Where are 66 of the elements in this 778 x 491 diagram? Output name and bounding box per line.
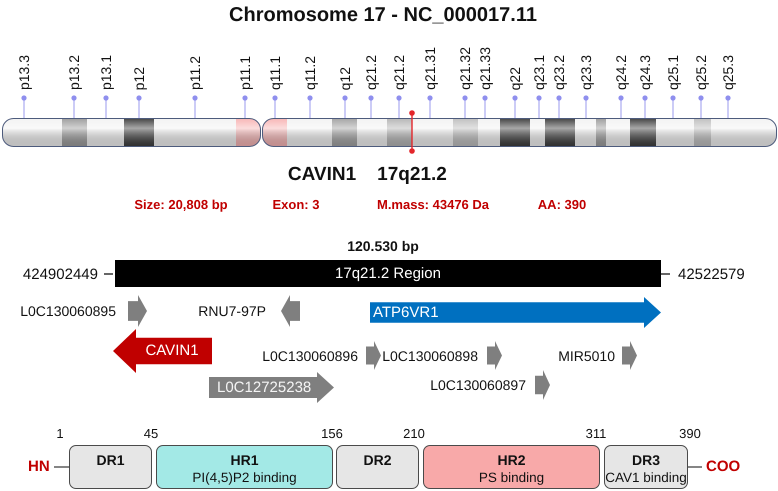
band-label: q22 (508, 66, 522, 90)
gene-label: MIR5010 (558, 348, 615, 362)
band-label: q24.3 (638, 54, 652, 90)
band-label: p13.3 (17, 54, 31, 90)
region-length: 120.530 bp (347, 239, 419, 253)
residue-number: 1 (56, 427, 64, 440)
band-label: q21.32 (458, 47, 472, 90)
residue-number: 45 (144, 427, 158, 440)
domain-box (69, 445, 152, 489)
domain-name: DR3 (632, 453, 660, 467)
band-label: p13.1 (99, 54, 113, 90)
residue-number: 390 (679, 427, 701, 440)
band-label: p13.2 (67, 54, 81, 90)
domain-name: DR2 (363, 453, 392, 467)
gene-label: L0C130060897 (430, 378, 526, 392)
domain-name: DR1 (96, 453, 124, 467)
backbone-line (688, 466, 702, 468)
coordinate-label: 424902449 (22, 267, 98, 282)
band-label: q21.33 (478, 47, 492, 90)
band-label: p11.2 (188, 56, 202, 90)
gene-label: CAVIN1 (145, 343, 199, 358)
gene-label: L0C130060898 (382, 348, 478, 362)
band-label: q21.2 (364, 54, 378, 90)
title: Chromosome 17 - NC_000017.11 (229, 5, 537, 25)
gene-stat: Size: 20,808 bp (134, 198, 228, 211)
domain-name: HR1 (230, 453, 258, 467)
residue-number: 210 (403, 427, 425, 440)
domain-box (336, 445, 419, 489)
residue-number: 311 (586, 427, 606, 440)
band-label: q21.2 (392, 54, 406, 90)
band-label: q11.2 (303, 56, 317, 90)
region-label: 17q21.2 Region (335, 266, 441, 281)
domain-function: PS binding (478, 471, 544, 484)
gene-stat: AA: 390 (538, 198, 586, 211)
band-label: q11.1 (268, 56, 282, 90)
terminus-label: HN (28, 459, 50, 474)
gene-label: L0C130060896 (262, 348, 358, 362)
band-label: q25.3 (721, 54, 735, 90)
band-label: p11.1 (238, 56, 252, 90)
domain-box (156, 445, 333, 489)
domain-function: CAV1 binding (605, 471, 687, 484)
gene-label: L0C12725238 (217, 380, 312, 394)
locus-label: 17q21.2 (377, 165, 447, 184)
band-label: q25.1 (666, 54, 680, 90)
domain-function: PI(4,5)P2 binding (192, 471, 297, 484)
band-label: q12 (338, 66, 352, 90)
band-label: q23.1 (532, 54, 546, 90)
band-label: p12 (132, 66, 146, 90)
band-label: q21.31 (423, 47, 437, 90)
gene-stat: M.mass: 43476 Da (377, 198, 489, 211)
domain-name: HR2 (497, 453, 526, 467)
backbone-line (54, 466, 69, 468)
gene-name: CAVIN1 (288, 165, 356, 184)
gene-label: L0C130060895 (20, 304, 116, 318)
band-label: q23.3 (579, 54, 593, 90)
terminus-label: COO (706, 459, 740, 474)
gene-label: ATP6VR1 (373, 304, 439, 320)
band-label: q23.2 (552, 54, 566, 90)
domain-box (604, 445, 688, 489)
residue-number: 156 (321, 427, 343, 440)
band-label: q25.2 (694, 54, 708, 90)
band-label: q24.2 (614, 54, 628, 90)
gene-label: RNU7-97P (198, 304, 266, 318)
gene-stat: Exon: 3 (272, 198, 320, 211)
domain-box (423, 445, 600, 489)
coordinate-label: 42522579 (678, 267, 745, 282)
